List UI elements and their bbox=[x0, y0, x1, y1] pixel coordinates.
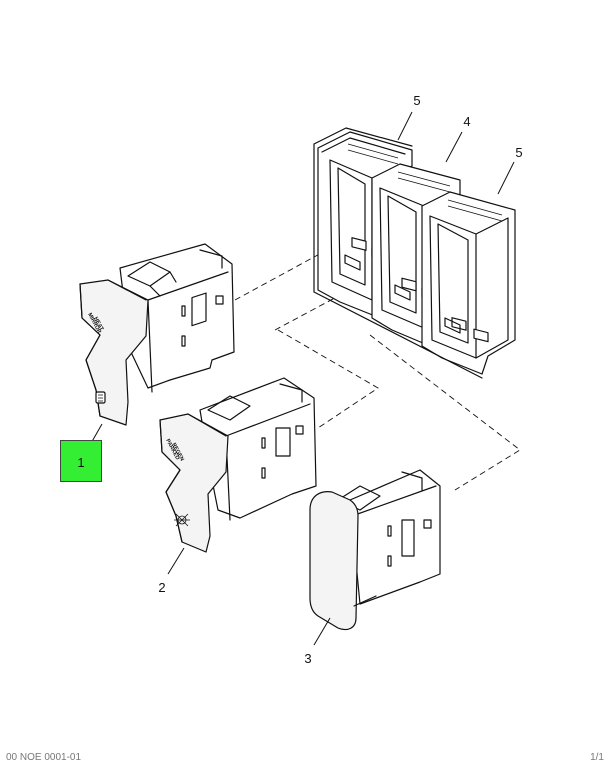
switch-part-2: PARKED REGEN bbox=[159, 377, 317, 553]
bezel-assembly bbox=[313, 127, 516, 379]
mirror-heat-icon bbox=[95, 391, 106, 404]
footer-page: 1/1 bbox=[590, 752, 604, 763]
callout-1-highlight[interactable] bbox=[60, 440, 102, 482]
switch-part-1: MIRROR HEAT bbox=[79, 243, 235, 426]
switch-part-3 bbox=[309, 469, 441, 631]
bezel-right bbox=[421, 191, 516, 375]
callout-5-left: 5 bbox=[413, 93, 420, 108]
callout-3: 3 bbox=[304, 651, 311, 666]
callout-2: 2 bbox=[158, 580, 165, 595]
footer-doc-id: 00 NOE 0001-01 bbox=[6, 752, 82, 763]
callout-4: 4 bbox=[463, 114, 470, 129]
regen-icon bbox=[174, 513, 190, 527]
callout-1-label[interactable]: 1 bbox=[77, 455, 85, 470]
callout-5-right: 5 bbox=[515, 145, 522, 160]
blank-cap-3 bbox=[309, 491, 359, 631]
